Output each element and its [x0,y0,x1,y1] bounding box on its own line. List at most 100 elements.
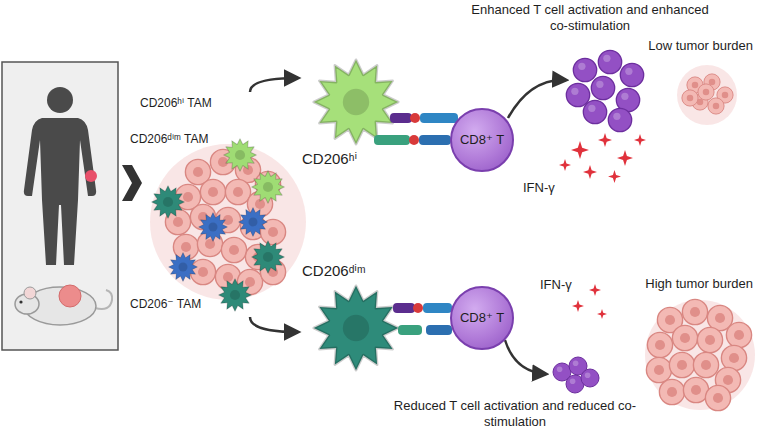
tumor-cluster: CD206ʰⁱ TAM CD206ᵈⁱᵐ TAM CD206⁻ TAM [128,92,290,317]
receptor-pairs [374,113,458,335]
cytokine-label: IFN-γ [540,277,572,293]
killed-tumor-cells-part [608,108,631,131]
ifn-stars-part [583,165,597,179]
source-panel-part [24,118,96,265]
chevron [122,165,142,201]
ifn-stars-part [559,159,571,171]
large-tumor-part [645,300,755,410]
cell-arrows-part [508,80,566,118]
receptor-pairs-part [374,135,410,145]
tumor-cluster-art-part [239,208,268,237]
large-tumor-part [672,325,697,350]
receptor-pairs-part [419,135,451,145]
source-panel-part [47,87,73,113]
tumor-cluster-art-part [252,171,285,204]
t-cell: CD8⁺ T [450,108,514,172]
large-tumor [645,299,755,410]
tumor-cluster-art-part [152,186,185,219]
source-panel-part [59,285,81,307]
outcome-note: Enhanced T cell activation and enhanced … [470,2,710,35]
t-cell: CD8⁺ T [450,286,514,350]
cell-label: CD8⁺ T [460,132,504,148]
killed-tumor-cells-part [566,83,589,106]
large-tumor-part [693,352,718,377]
receptor-pairs-part [398,325,422,335]
killed-tumor-cells-part [573,58,596,81]
large-tumor-part [669,352,694,377]
macrophage-cell: CD206ʰⁱ [300,58,400,170]
tam-label: CD206ᵈⁱᵐ TAM [128,132,210,146]
small-tumor-part [708,98,724,114]
macrophage-art [314,60,398,370]
ifn-stars-part [634,134,646,146]
macrophage-label: CD206ᵈⁱᵐ [302,262,366,280]
receptor-pairs-part [413,303,423,313]
ifn-stars-part [589,284,601,296]
cell-arrows-part [505,340,546,374]
large-tumor-part [705,385,730,410]
tumor-cluster-art-part [169,253,198,282]
curved-arrow [250,78,298,92]
ifn-stars [559,133,646,319]
ifn-stars-part [608,170,621,183]
curved-arrow [250,317,298,332]
receptor-pairs-part [423,303,452,313]
receptor-pairs-part [410,113,420,123]
killed-tumor-cells-part [591,76,614,99]
source-panel-part [19,300,22,303]
small-tumor-part [677,65,737,125]
tam-label: CD206⁻ TAM [128,297,203,311]
ifn-stars-part [571,141,589,159]
tumor-cluster-art-part [221,237,246,262]
cell-arrows [505,80,566,374]
small-tumor-part [682,90,698,106]
source-panel-part [85,170,97,182]
ifn-stars-part [617,150,633,166]
killed-tumor-cells [553,50,644,393]
tam-label: CD206ʰⁱ TAM [138,96,214,110]
large-tumor-part [726,322,751,347]
ifn-stars-part [572,300,584,312]
outcome-label: Low tumor burden [648,38,753,54]
tumor-cluster-art-part [225,179,250,204]
large-tumor-part [721,345,746,370]
receptor-pairs-part [409,135,419,145]
tumor-cluster-art-part [150,144,306,300]
source-panel [2,62,118,350]
large-tumor-part [646,357,671,382]
cell-label: CD8⁺ T [460,310,504,326]
large-tumor-part [647,332,672,357]
tumor-cluster-art-part [200,179,225,204]
large-tumor-part [659,379,684,404]
cytokine-label: IFN-γ [523,180,555,196]
macrophage-art-part [314,286,398,370]
large-tumor-part [682,299,707,324]
tumor-cluster-art [150,139,306,312]
receptor-pairs-part [426,325,452,335]
outcome-note: Reduced T cell activation and reduced co… [390,398,640,431]
tumor-cluster-art-part [252,241,285,274]
tumor-cluster-art-part [219,279,252,312]
ifn-stars-part [598,133,612,147]
small-tumor-part [698,84,714,100]
outcome-label: High tumor burden [645,276,753,292]
source-panel-part [2,62,118,350]
tumor-cluster-art-part [199,213,228,242]
macrophage-label: CD206ʰⁱ [302,150,357,168]
receptor-pairs-part [393,303,415,313]
killed-tumor-cells-part [598,50,621,73]
killed-tumor-cells-part [620,63,643,86]
ifn-stars-part [597,309,607,319]
source-panel-part [24,287,36,299]
macrophage-art-part [314,60,398,144]
small-tumor [677,65,737,125]
receptor-pairs-part [390,113,412,123]
tumor-cluster-art-part [224,139,257,172]
killed-tumor-cells-part [583,100,606,123]
large-tumor-part [697,327,722,352]
receptor-pairs-part [420,113,458,123]
source-panel-part [95,290,112,309]
